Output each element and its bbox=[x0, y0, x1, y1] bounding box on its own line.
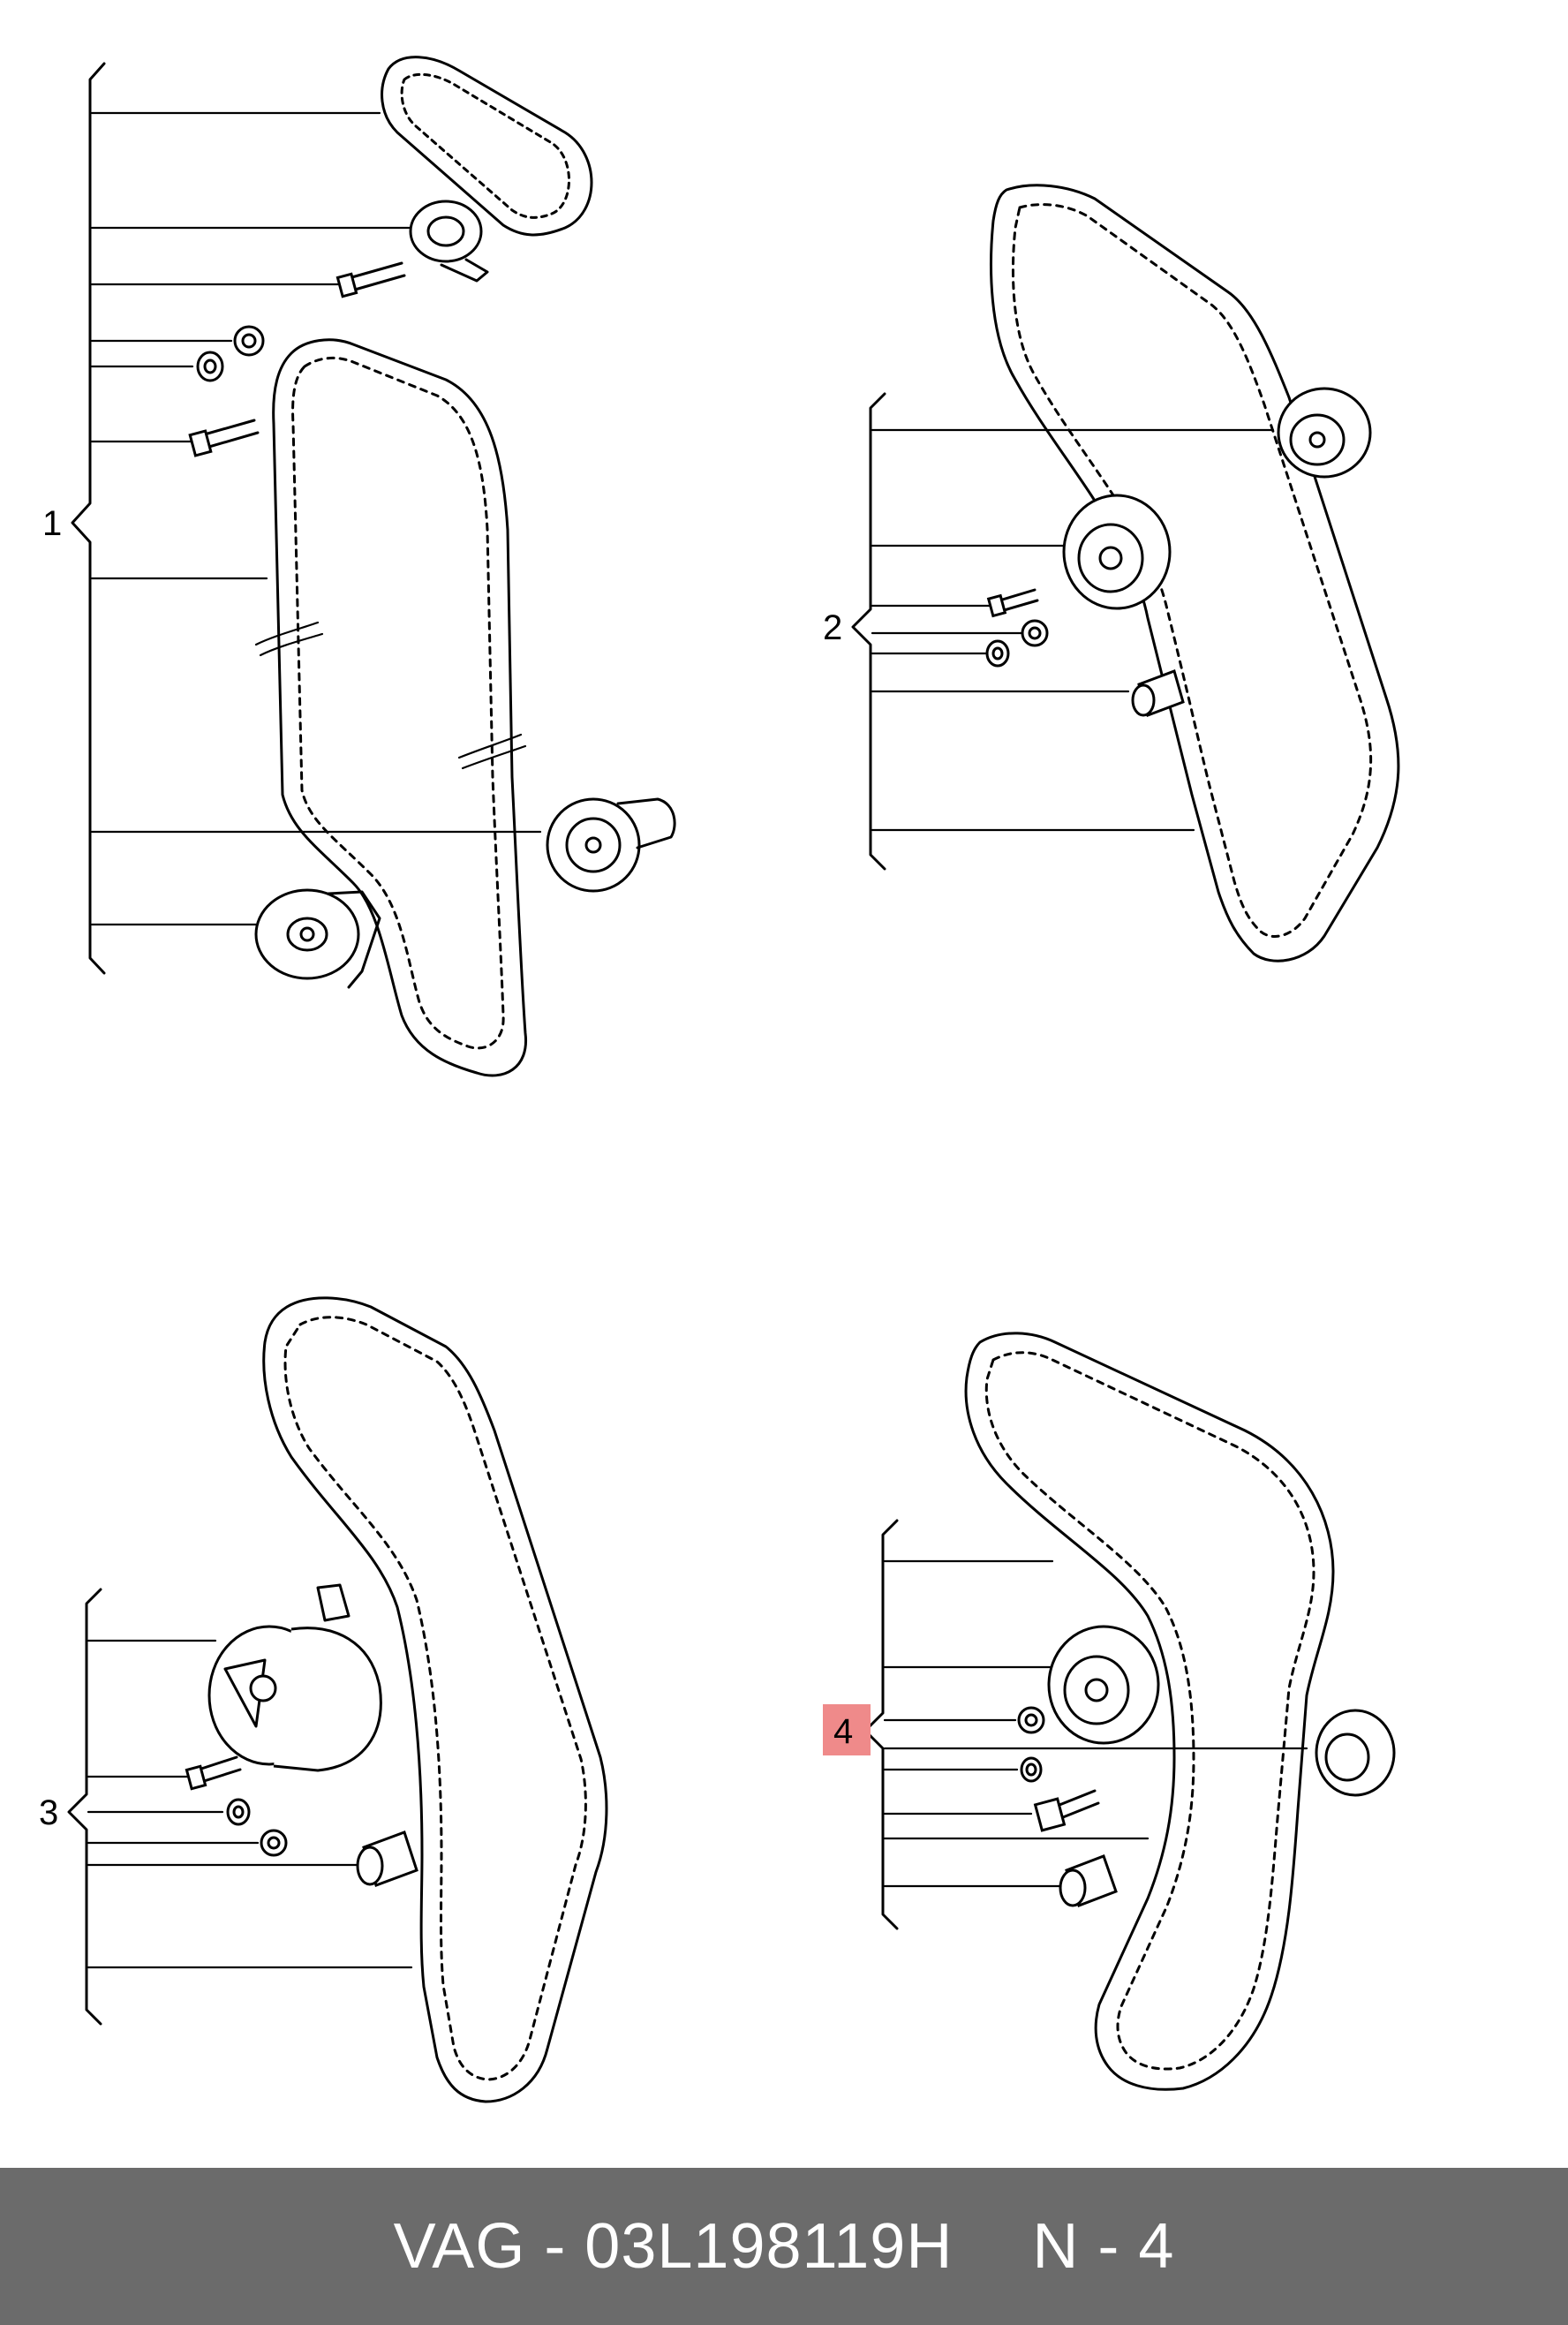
timing-belt-kit-diagram: 1 bbox=[39, 56, 1400, 2103]
group-3: 3 bbox=[39, 1296, 608, 2103]
group-1-bolt-long bbox=[347, 261, 406, 293]
footer-part-reference: VAG - 03L198119H bbox=[393, 2211, 954, 2282]
group-3-bolt bbox=[197, 1755, 242, 1784]
footer-position-reference: N - 4 bbox=[1032, 2211, 1175, 2282]
group-2-callout-number: 2 bbox=[823, 608, 842, 647]
group-3-belt bbox=[262, 1296, 608, 2103]
group-4-belt bbox=[964, 1332, 1335, 2091]
group-3-callout-number: 3 bbox=[39, 1793, 58, 1832]
group-4-callout-number: 4 bbox=[833, 1712, 853, 1751]
group-4-bolt bbox=[1058, 1789, 1100, 1819]
group-4-leader-lines bbox=[883, 1559, 1308, 1888]
group-1-short-belt-inner bbox=[400, 72, 570, 219]
group-1-bracket bbox=[71, 62, 106, 975]
group-2-belt bbox=[990, 184, 1400, 962]
group-1-callout-number: 1 bbox=[42, 504, 62, 543]
group-3-bracket bbox=[67, 1588, 102, 2026]
group-1-leader-lines bbox=[90, 111, 542, 926]
footer-bar: VAG - 03L198119H N - 4 bbox=[0, 2168, 1568, 2325]
group-2-bolt bbox=[998, 588, 1039, 613]
group-1-long-belt bbox=[272, 338, 528, 1077]
group-1-short-belt bbox=[381, 56, 593, 237]
group-2-bracket bbox=[851, 392, 886, 871]
group-3-leader-lines bbox=[87, 1639, 413, 1969]
group-1: 1 bbox=[42, 56, 676, 1077]
group-4-highlight bbox=[823, 1704, 871, 1755]
group-4: 4 bbox=[823, 1332, 1396, 2091]
group-2: 2 bbox=[823, 184, 1400, 962]
group-1-bolt-short bbox=[200, 419, 260, 450]
group-2-leader-lines bbox=[871, 428, 1275, 832]
